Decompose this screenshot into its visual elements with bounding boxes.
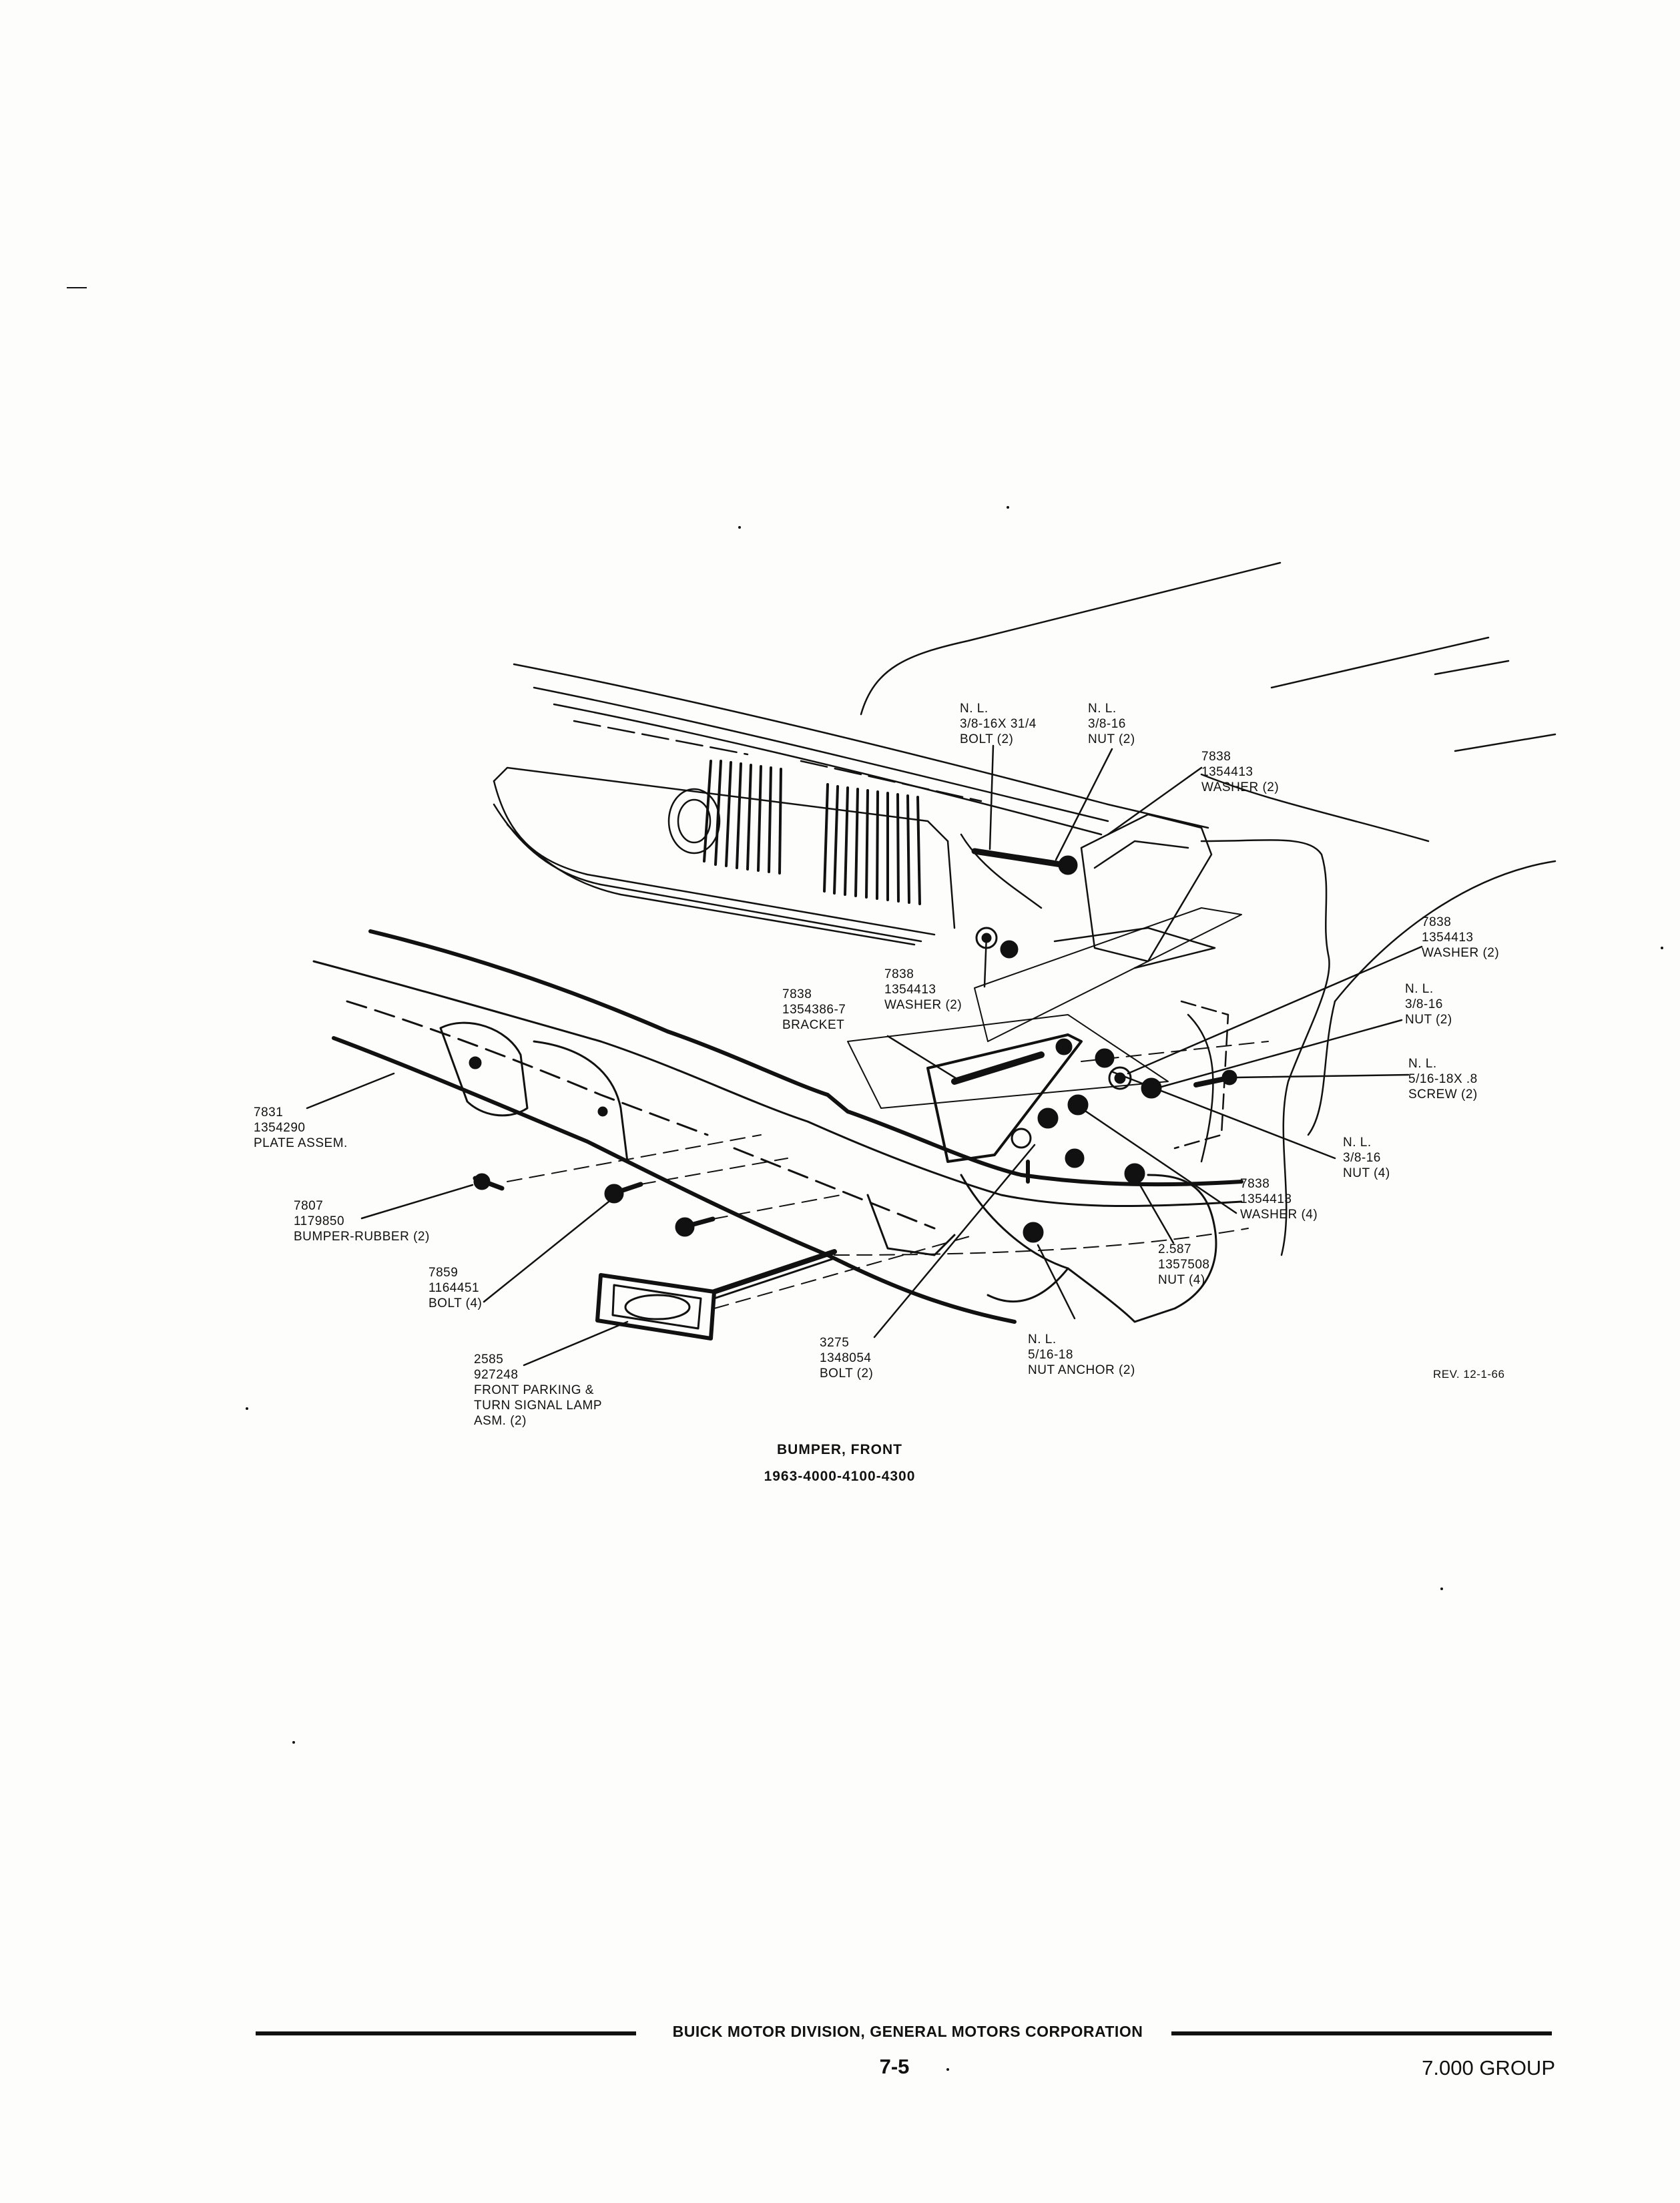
leader-lines [306, 744, 1423, 1367]
label-line: 1354413 [884, 983, 936, 997]
label-line: SCREW (2) [1408, 1087, 1478, 1102]
label-plate: 7831 1354290 PLATE ASSEM. [254, 1105, 348, 1151]
label-line: 1354413 [1201, 765, 1253, 779]
label-line: 3/8-16X 31/4 [960, 717, 1037, 731]
fender [847, 813, 1557, 1256]
scan-specks [67, 287, 1663, 2071]
label-line: BRACKET [782, 1018, 845, 1032]
label-line: NUT (2) [1088, 732, 1135, 746]
label-line: 7838 [1240, 1177, 1270, 1191]
hardware [473, 848, 1237, 1243]
label-line: 1354386-7 [782, 1003, 846, 1017]
label-washer-mid: 7838 1354413 WASHER (2) [884, 967, 962, 1013]
label-line: 1179850 [294, 1214, 345, 1228]
footer-division: BUICK MOTOR DIVISION, GENERAL MOTORS COR… [672, 2023, 1143, 2040]
label-line: N. L. [1405, 982, 1434, 996]
label-line: N. L. [960, 702, 989, 716]
label-line: NUT (4) [1343, 1166, 1390, 1180]
label-line: 3275 [820, 1336, 850, 1350]
label-line: BUMPER-RUBBER (2) [294, 1230, 430, 1244]
label-line: 3/8-16 [1088, 717, 1126, 731]
label-bracket: 7838 1354386-7 BRACKET [782, 987, 846, 1033]
diagram-caption-title: BUMPER, FRONT [777, 1442, 902, 1457]
footer-rule-right [1171, 2031, 1552, 2035]
label-line: 1354413 [1240, 1192, 1292, 1206]
label-line: BOLT (4) [429, 1296, 483, 1310]
page-number: 7-5 [879, 2055, 910, 2078]
label-line: 927248 [474, 1368, 519, 1382]
label-line: 1354413 [1422, 931, 1474, 945]
label-line: 7807 [294, 1199, 324, 1213]
label-line: BOLT (2) [960, 732, 1014, 746]
footer-rule-left [256, 2031, 636, 2035]
label-line: WASHER (4) [1240, 1208, 1318, 1222]
label-line: NUT (4) [1158, 1273, 1205, 1287]
grille [493, 760, 1043, 946]
car-body-outline [513, 561, 1557, 842]
label-line: WASHER (2) [1422, 946, 1500, 960]
label-nut-anchor: N. L. 5/16-18 NUT ANCHOR (2) [1028, 1332, 1135, 1378]
label-nut-2587: 2.587 1357508 NUT (4) [1158, 1242, 1209, 1288]
label-line: N. L. [1088, 702, 1117, 716]
label-line: TURN SIGNAL LAMP [474, 1399, 603, 1413]
label-line: WASHER (2) [884, 998, 962, 1012]
label-line: FRONT PARKING & [474, 1383, 594, 1397]
label-line: 7838 [1201, 750, 1231, 764]
label-line: BOLT (2) [820, 1367, 874, 1381]
group-label: 7.000 GROUP [1422, 2056, 1555, 2079]
label-line: N. L. [1343, 1136, 1372, 1150]
label-line: 7831 [254, 1106, 284, 1120]
label-line: 1348054 [820, 1351, 872, 1365]
label-line: 7859 [429, 1266, 459, 1280]
label-line: 3/8-16 [1405, 997, 1443, 1011]
label-bolt-3275: 3275 1348054 BOLT (2) [820, 1335, 873, 1381]
label-line: 7838 [884, 967, 914, 981]
label-nl-screw: N. L. 5/16-18X .8 SCREW (2) [1408, 1056, 1478, 1102]
label-line: 1164451 [429, 1281, 480, 1295]
label-bolt-7859: 7859 1164451 BOLT (4) [429, 1265, 482, 1311]
label-nl-bolt: N. L. 3/8-16X 31/4 BOLT (2) [960, 701, 1037, 747]
label-line: PLATE ASSEM. [254, 1136, 348, 1150]
label-line: 2585 [474, 1353, 504, 1367]
label-line: WASHER (2) [1201, 780, 1280, 794]
label-line: N. L. [1028, 1332, 1057, 1347]
label-line: 1354290 [254, 1121, 306, 1135]
alignment-lines [507, 1041, 1269, 1309]
parking-lamp-assembly [595, 1249, 837, 1340]
label-washer-right: 7838 1354413 WASHER (2) [1422, 915, 1499, 961]
label-line: ASM. (2) [474, 1414, 527, 1428]
label-line: 7838 [1422, 915, 1452, 929]
label-nl-nut4: N. L. 3/8-16 NUT (4) [1343, 1135, 1390, 1181]
label-line: 5/16-18X .8 [1408, 1072, 1478, 1086]
label-line: NUT ANCHOR (2) [1028, 1363, 1135, 1377]
revision-date: REV. 12-1-66 [1433, 1368, 1505, 1381]
label-line: 3/8-16 [1343, 1151, 1381, 1165]
label-line: N. L. [1408, 1057, 1437, 1071]
label-line: 7838 [782, 987, 812, 1001]
label-lamp: 2585 927248 FRONT PARKING & TURN SIGNAL … [474, 1352, 602, 1429]
label-line: 2.587 [1158, 1242, 1192, 1256]
label-washer4: 7838 1354413 WASHER (4) [1240, 1176, 1318, 1222]
label-nl-nut-top: N. L. 3/8-16 NUT (2) [1088, 701, 1135, 747]
label-washer-top: 7838 1354413 WASHER (2) [1201, 749, 1279, 795]
bumper-bar [312, 929, 1243, 1324]
diagram-caption-models: 1963-4000-4100-4300 [764, 1469, 916, 1484]
label-line: 5/16-18 [1028, 1348, 1073, 1362]
label-nl-nut-right: N. L. 3/8-16 NUT (2) [1405, 981, 1452, 1027]
label-line: 1357508 [1158, 1258, 1210, 1272]
label-line: NUT (2) [1405, 1013, 1452, 1027]
label-rubber: 7807 1179850 BUMPER-RUBBER (2) [294, 1198, 430, 1244]
